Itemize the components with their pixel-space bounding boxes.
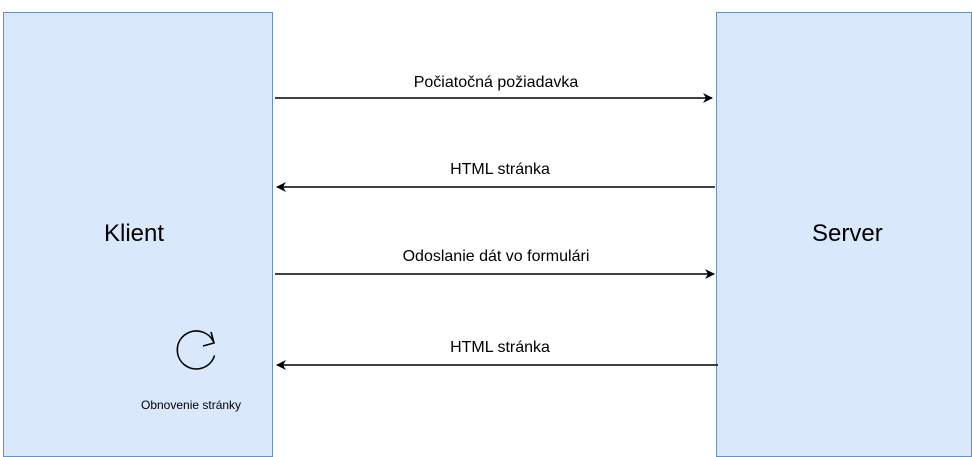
client-label: Klient [104,220,165,247]
client-box [3,12,273,457]
form-submit-label: Odoslanie dát vo formulári [402,248,590,265]
server-box [716,12,972,457]
refresh-icon [176,330,216,370]
html-response-label: HTML stránka [450,161,550,178]
arrows-layer [176,93,718,370]
refresh-label: Obnovenie stránky [141,398,242,412]
initial-request-label: Počiatočná požiadavka [413,74,579,91]
html-response-label: HTML stránka [450,339,550,356]
server-label: Server [812,220,883,247]
